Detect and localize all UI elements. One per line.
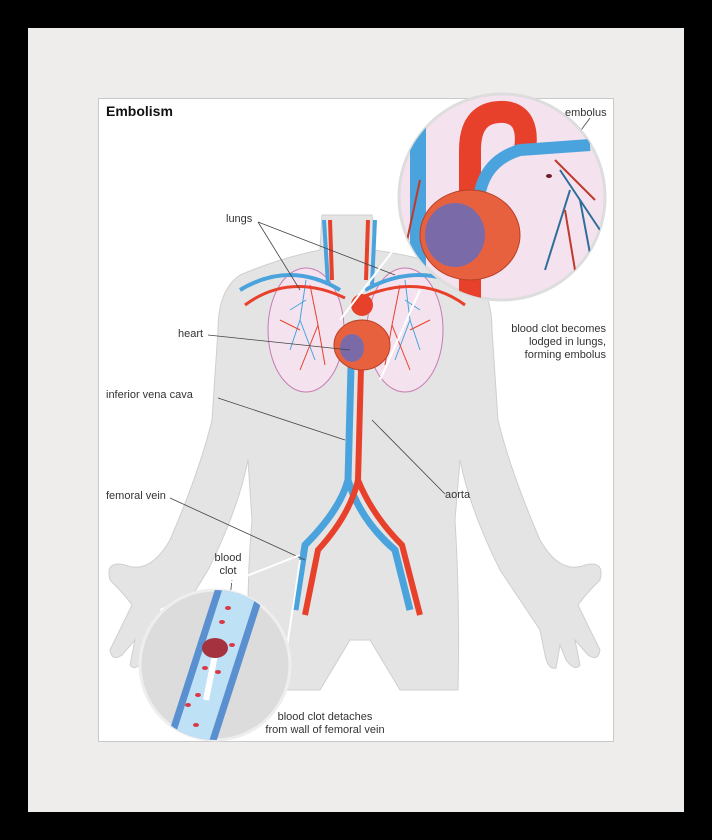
label-line: clot [219, 565, 237, 577]
label-embolus: embolus [565, 107, 607, 119]
femoral-vein-magnifier [138, 588, 292, 742]
label-blood-clot: blood clot [208, 552, 248, 578]
label-line: blood [214, 552, 242, 564]
label-lodged-in-lungs: blood clot becomes lodged in lungs, form… [511, 323, 606, 362]
heart-lung-magnifier [397, 92, 607, 302]
page-title: Embolism [106, 103, 173, 119]
label-clot-detaches: blood clot detaches from wall of femoral… [255, 711, 395, 737]
label-aorta: aorta [445, 489, 471, 501]
label-line: forming embolus [524, 349, 606, 361]
blood-clot [202, 638, 228, 658]
inferior-vena-cava [291, 329, 414, 611]
label-line: blood clot detaches [277, 711, 373, 723]
label-lungs: lungs [226, 213, 253, 225]
embolus-clot [546, 174, 552, 178]
label-line: blood clot becomes [511, 323, 606, 335]
body-silhouette [108, 214, 602, 691]
label-inferior-vena-cava: inferior vena cava [106, 389, 193, 401]
label-femoral-vein: femoral vein [106, 490, 166, 502]
aorta-vessel [302, 329, 423, 616]
label-heart: heart [178, 328, 204, 340]
label-line: lodged in lungs, [528, 336, 606, 348]
label-line: from wall of femoral vein [265, 724, 385, 736]
